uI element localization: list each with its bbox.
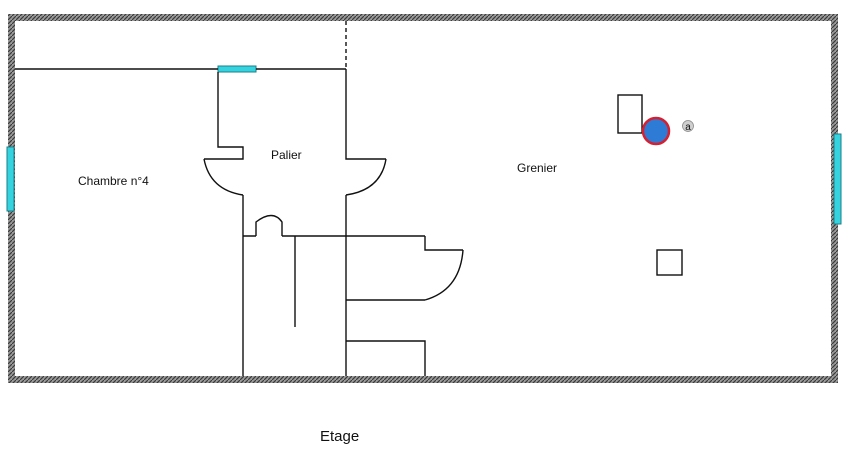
object-rectangle — [617, 94, 643, 134]
landing-left-curve — [203, 158, 244, 196]
wall-top — [8, 14, 838, 21]
windows — [6, 65, 842, 225]
landing-left-wall — [204, 72, 244, 160]
room-label-palier: Palier — [271, 148, 302, 162]
window-right — [833, 133, 842, 225]
room-label-grenier: Grenier — [517, 161, 557, 175]
marker-a-label: a — [685, 122, 691, 133]
wall-bottom — [8, 376, 838, 383]
door-arc — [255, 214, 283, 236]
floor-caption: Etage — [320, 428, 359, 445]
window-left — [6, 146, 15, 212]
object-square — [656, 249, 683, 276]
grenier-objects: a — [617, 94, 694, 276]
room-label-chambre: Chambre n°4 — [78, 174, 149, 188]
landing-right-wall — [345, 69, 386, 160]
window-landing — [217, 65, 257, 73]
lower-small-room — [346, 340, 426, 376]
water-heater-circle — [641, 116, 671, 146]
marker-a-dot — [682, 120, 694, 132]
bay-curve — [424, 249, 464, 301]
bay-top — [424, 236, 463, 251]
partitions — [15, 21, 464, 376]
landing-right-curve — [345, 158, 387, 196]
